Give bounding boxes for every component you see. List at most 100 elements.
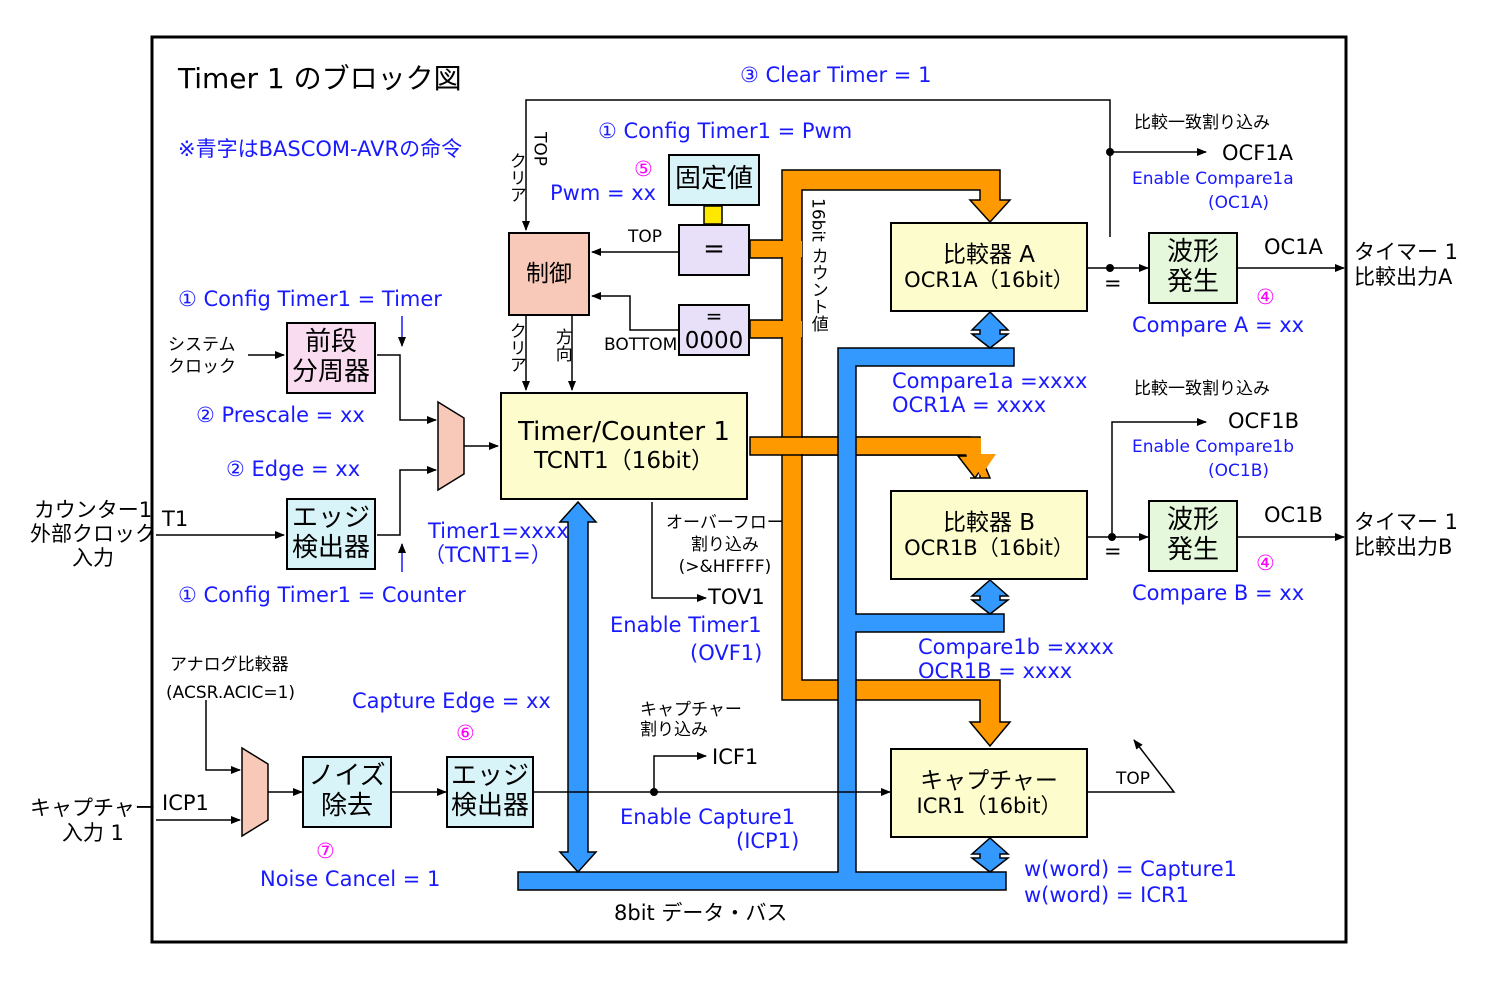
prescaler-line1: 前段	[304, 327, 357, 358]
oc1a-paren-label: (OC1A)	[1208, 193, 1269, 213]
edge-label: ② Edge = xx	[226, 457, 361, 481]
capture-input-line2: 入力 1	[61, 821, 124, 846]
capture-block: キャプチャー ICR1（16bit）	[890, 748, 1088, 838]
enable-timer1-label: Enable Timer1	[610, 613, 762, 637]
wave-b-line2: 発生	[1166, 535, 1219, 565]
capture-input-label: キャプチャー 入力 1	[30, 796, 156, 846]
mux-capture	[241, 746, 269, 838]
count-16bit-label: 16bit カウント値	[807, 198, 828, 333]
equal-top-label: =	[703, 234, 725, 265]
control-label: 制御	[526, 260, 572, 287]
capture-title: キャプチャー	[920, 767, 1058, 794]
edge-detector-t1: エッジ 検出器	[286, 498, 376, 570]
system-clock-line2: クロック	[168, 357, 236, 378]
tcnt1-eq-label: （TCNT1=）	[424, 543, 552, 567]
ovf1-label: (OVF1)	[690, 641, 763, 665]
ovf-irq-line2: 割り込み	[690, 535, 759, 556]
ocr1b-eq-label: OCR1B = xxxx	[918, 659, 1073, 683]
system-clock-label: システム クロック	[168, 334, 236, 378]
counter-input-line3: 入力	[72, 546, 114, 571]
junction-ocf1a	[1106, 148, 1114, 156]
mux-clock	[437, 400, 465, 492]
ocf1a-label: OCF1A	[1222, 141, 1293, 165]
bottom-label: BOTTOM	[604, 335, 678, 355]
timer-out-a-line1: タイマー 1	[1354, 240, 1459, 264]
junction-b	[1108, 533, 1116, 541]
icf1-label: ICF1	[712, 745, 759, 769]
prescale-label: ② Prescale = xx	[196, 403, 365, 427]
counter-input-line1: カウンター1	[33, 498, 153, 522]
note-blue-text: ※青字はBASCOM-AVRの命令	[178, 137, 463, 161]
outer-frame	[150, 35, 1348, 944]
top-label-vertical: TOP	[529, 132, 550, 167]
data-bus-label: 8bit データ・バス	[614, 901, 788, 925]
cmp-a-title: 比較器 A	[942, 241, 1036, 268]
cmp-b-title: 比較器 B	[942, 509, 1036, 536]
timer-out-b-line2: 比較出力B	[1354, 535, 1453, 560]
number-4b: ④	[1256, 551, 1275, 575]
prescaler-block: 前段 分周器	[286, 322, 376, 394]
system-clock-line1: システム	[168, 335, 236, 355]
timer-out-b-line1: タイマー 1	[1354, 510, 1459, 534]
timer-out-b-label: タイマー 1 比較出力B	[1354, 510, 1458, 560]
direction-label: 方向	[551, 328, 572, 362]
edge-t1-line2: 検出器	[291, 533, 370, 563]
ocf1b-label: OCF1B	[1228, 409, 1300, 433]
enable-compare-b-label: Enable Compare1b	[1132, 437, 1295, 457]
noise-filter-block: ノイズ 除去	[302, 756, 392, 828]
fixed-value-label: 固定値	[674, 164, 753, 195]
cmp-b-sub: OCR1B（16bit）	[904, 536, 1074, 561]
oc1b-label: OC1B	[1264, 503, 1323, 527]
cmp-a-sub: OCR1A（16bit）	[904, 268, 1074, 293]
compare1b-label: Compare1b =xxxx	[918, 635, 1114, 659]
acsr-label: (ACSR.ACIC=1)	[166, 683, 296, 703]
blue-8bit-bus	[517, 310, 1015, 891]
capture-sub: ICR1（16bit）	[916, 794, 1062, 819]
edge-detector-icp: エッジ 検出器	[446, 756, 534, 828]
number-5: ⑤	[634, 157, 653, 181]
control-block: 制御	[508, 232, 590, 316]
comparator-a-block: 比較器 A OCR1A（16bit）	[890, 222, 1088, 312]
cmp-irq-a-label: 比較一致割り込み	[1134, 113, 1270, 133]
edge-icp-line1: エッジ	[450, 761, 529, 792]
signal-lines	[156, 99, 1345, 824]
diagram-title: Timer 1 のブロック図	[178, 62, 462, 95]
compare-b-label: Compare B = xx	[1132, 581, 1305, 605]
counter-input-line2: 外部クロック	[30, 522, 156, 547]
equal-bottom-symbol: =	[705, 304, 723, 329]
w-icr-label: w(word) = ICR1	[1024, 883, 1189, 907]
top-label-horizontal: TOP	[628, 227, 663, 247]
capture-irq-label: キャプチャー 割り込み	[640, 700, 742, 741]
number-4a: ④	[1256, 285, 1275, 309]
fixed-value-connector	[703, 205, 723, 225]
capture-input-line1: キャプチャー	[30, 796, 156, 820]
timer-out-a-label: タイマー 1 比較出力A	[1354, 240, 1458, 290]
tcnt-title: Timer/Counter 1	[518, 416, 730, 447]
config-counter-label: ① Config Timer1 = Counter	[178, 583, 466, 607]
eq-b-label: =	[1104, 539, 1122, 563]
noise-line1: ノイズ	[308, 761, 386, 792]
comparator-b-block: 比較器 B OCR1B（16bit）	[890, 490, 1088, 580]
icp1-paren-label: (ICP1)	[736, 829, 800, 853]
edge-icp-line2: 検出器	[450, 791, 529, 821]
cap-irq-line2: 割り込み	[640, 720, 708, 741]
timer-counter-block: Timer/Counter 1 TCNT1（16bit）	[500, 392, 748, 500]
ocr1a-eq-label: OCR1A = xxxx	[892, 393, 1047, 417]
equal-top-block: =	[678, 224, 750, 276]
ovf-irq-line3: (>&HFFFF)	[678, 557, 772, 578]
clear-label-bottom: クリア	[505, 322, 526, 373]
fixed-value-block: 固定値	[668, 154, 760, 206]
ovf-irq-line1: オーバーフロー	[666, 513, 784, 533]
noise-line2: 除去	[320, 791, 373, 821]
w-capture-label: w(word) = Capture1	[1024, 857, 1237, 881]
timer-out-a-line2: 比較出力A	[1354, 265, 1453, 290]
wave-b-line1: 波形	[1166, 505, 1219, 536]
noise-cancel-label: Noise Cancel = 1	[260, 867, 441, 891]
top-label-capture: TOP	[1116, 769, 1151, 789]
waveform-b-block: 波形 発生	[1148, 500, 1238, 572]
timer1-eq-label: Timer1=xxxx	[428, 519, 569, 543]
compare-a-label: Compare A = xx	[1132, 313, 1305, 337]
number-6: ⑥	[456, 721, 475, 745]
